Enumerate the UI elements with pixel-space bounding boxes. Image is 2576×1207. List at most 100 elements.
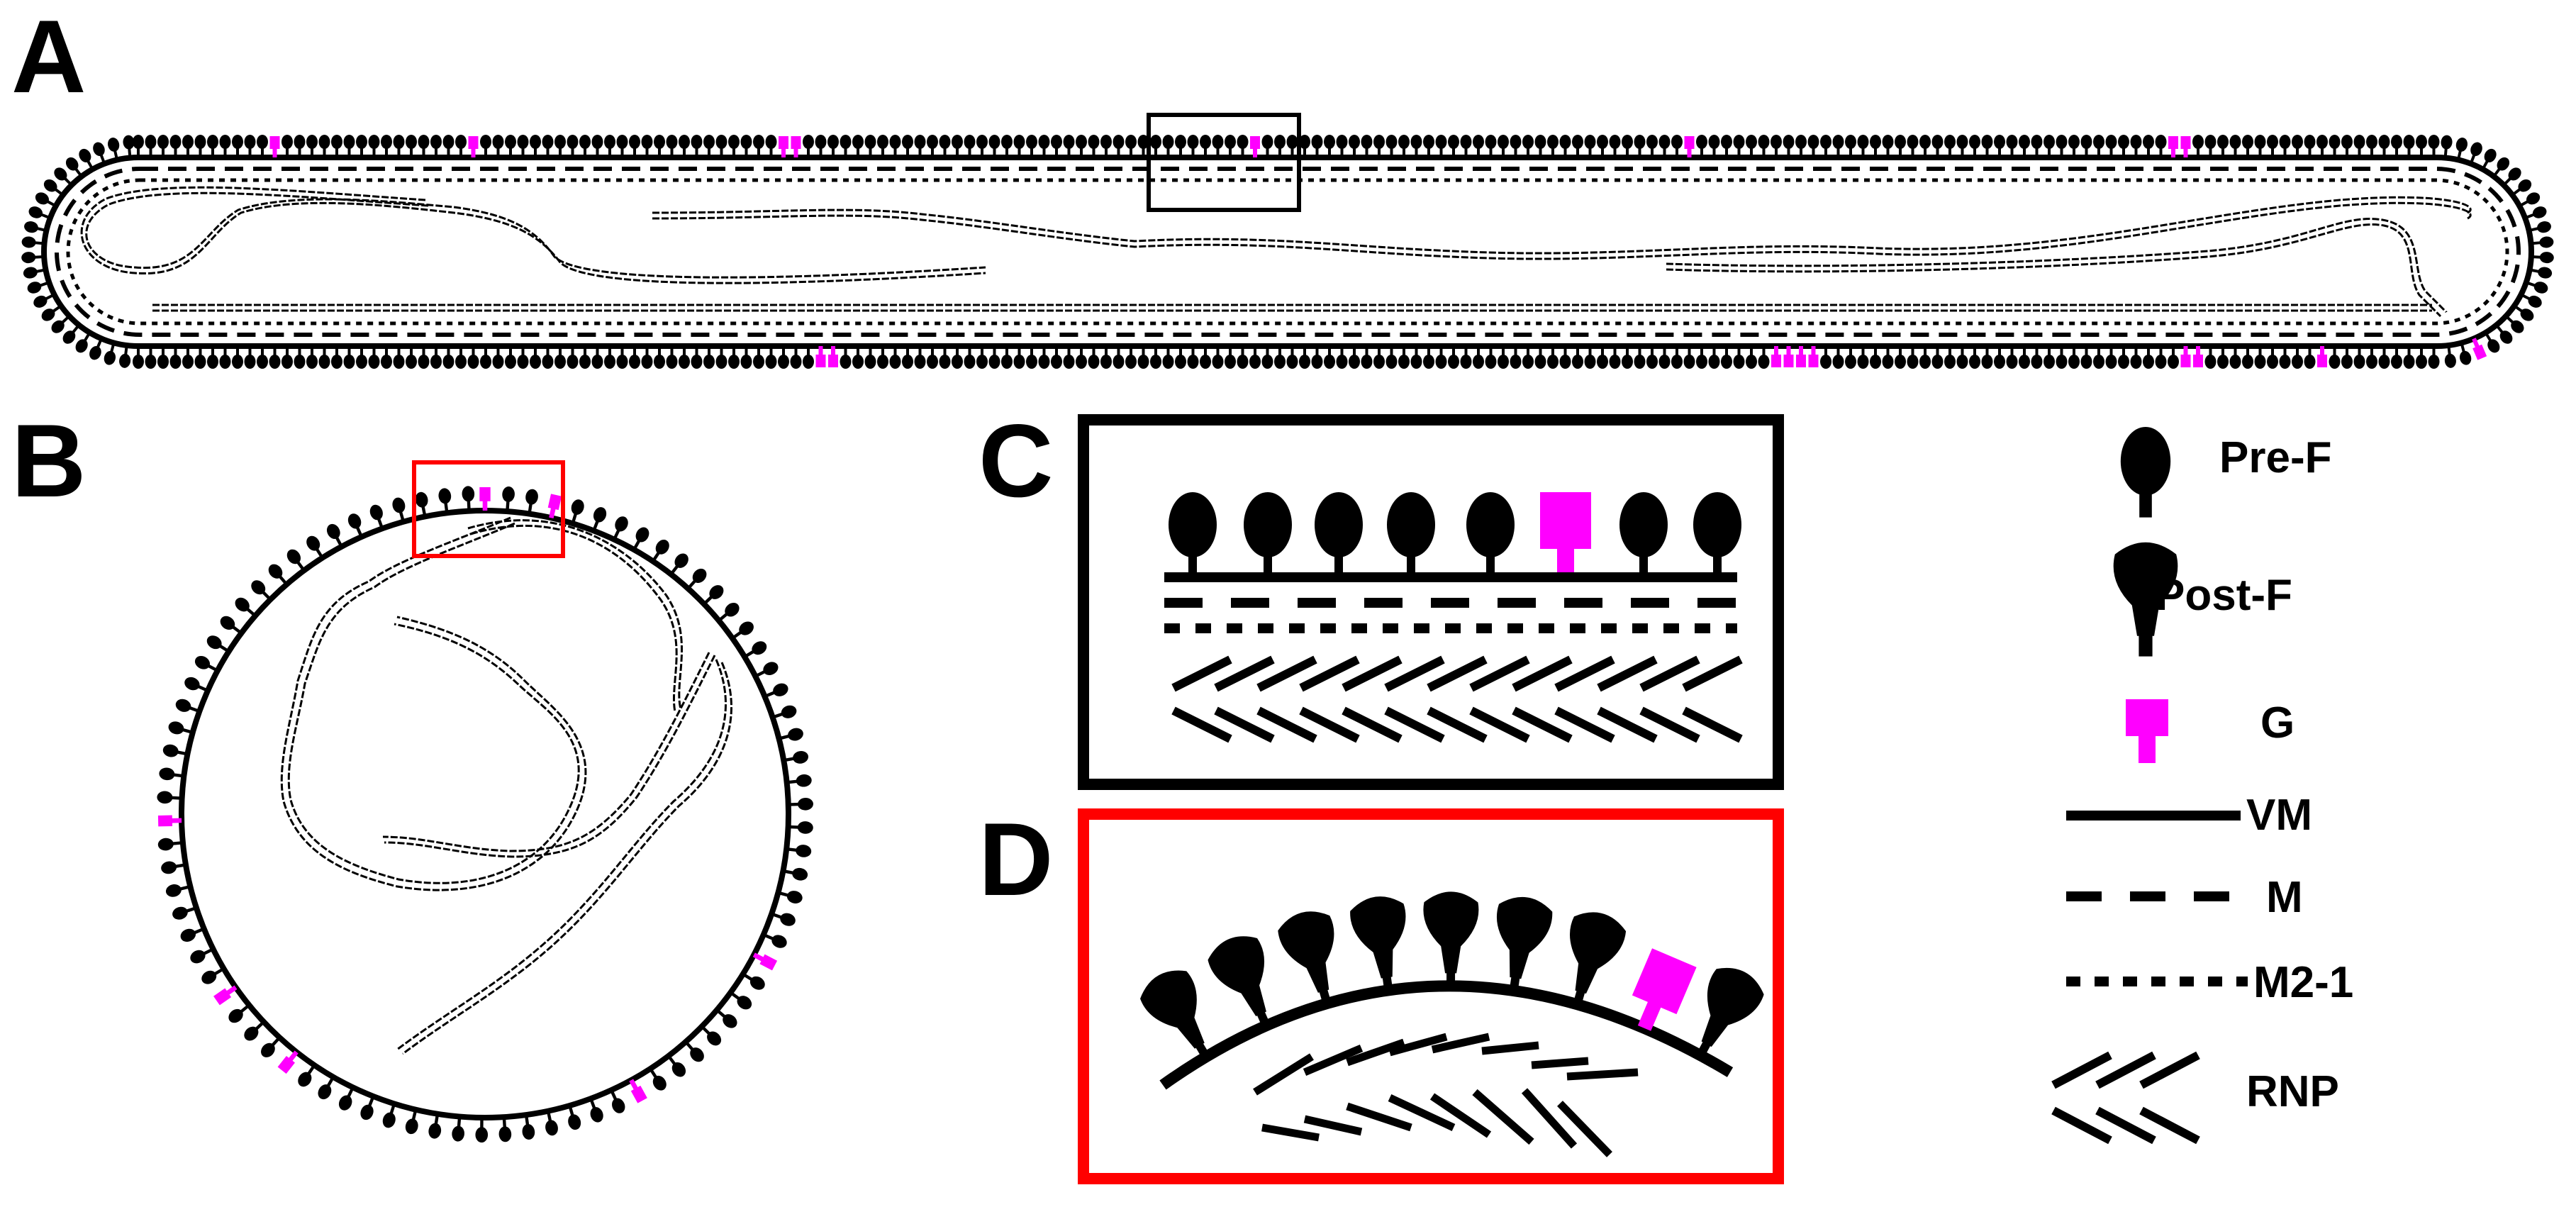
g-glycoprotein xyxy=(1796,346,1806,367)
f-glycoprotein xyxy=(554,346,566,369)
f-glycoprotein xyxy=(33,293,55,308)
f-glycoprotein xyxy=(1658,346,1671,369)
f-glycoprotein xyxy=(2526,281,2548,294)
post-f-spike xyxy=(1350,896,1406,991)
f-glycoprotein xyxy=(2217,346,2229,369)
f-glycoprotein xyxy=(2168,346,2179,369)
f-glycoprotein xyxy=(455,346,467,369)
f-glycoprotein xyxy=(1584,346,1596,369)
f-glycoprotein xyxy=(2529,267,2553,279)
surface-glycoproteins-a xyxy=(21,135,2554,369)
f-glycoprotein xyxy=(579,135,591,157)
f-glycoprotein xyxy=(438,488,452,513)
f-glycoprotein xyxy=(418,135,430,157)
f-glycoprotein xyxy=(2093,346,2104,369)
f-glycoprotein xyxy=(1225,135,1236,157)
rnp-helix-d xyxy=(1253,1033,1639,1157)
f-glycoprotein xyxy=(1373,346,1385,369)
f-glycoprotein xyxy=(1622,346,1633,369)
f-glycoprotein xyxy=(2019,135,2030,157)
legend-label-rnp: RNP xyxy=(2246,1067,2339,1116)
f-glycoprotein xyxy=(244,346,256,369)
f-glycoprotein xyxy=(964,346,976,369)
f-glycoprotein xyxy=(406,346,417,369)
f-glycoprotein xyxy=(1733,346,1745,369)
f-glycoprotein xyxy=(2329,346,2341,369)
f-glycoprotein xyxy=(1100,346,1112,369)
g-glycoprotein xyxy=(815,346,826,367)
pre-fusion-f-glycoprotein-icon xyxy=(2120,427,2171,518)
f-glycoprotein xyxy=(2353,346,2365,369)
f-glycoprotein xyxy=(1001,135,1013,157)
f-glycoprotein xyxy=(542,135,554,157)
f-glycoprotein xyxy=(168,721,194,735)
f-glycoprotein xyxy=(2353,135,2365,157)
f-glycoprotein xyxy=(610,1089,625,1113)
matrix-layer xyxy=(55,167,2521,337)
f-glycoprotein xyxy=(505,346,516,369)
f-glycoprotein xyxy=(1349,346,1360,369)
f-glycoprotein xyxy=(522,1114,535,1140)
post-f-spike xyxy=(1140,970,1210,1059)
f-glycoprotein xyxy=(2304,135,2316,157)
g-glycoprotein xyxy=(828,346,838,367)
legend-item-pre-f: Pre-F xyxy=(2120,427,2331,518)
f-glycoprotein xyxy=(306,135,318,157)
f-glycoprotein xyxy=(939,135,951,157)
f-glycoprotein xyxy=(2484,331,2500,353)
f-glycoprotein xyxy=(1931,346,1944,369)
f-glycoprotein xyxy=(1609,346,1621,369)
f-glycoprotein xyxy=(1696,135,1707,157)
g-glycoprotein xyxy=(791,136,801,157)
f-glycoprotein xyxy=(2378,346,2390,369)
f-glycoprotein xyxy=(281,346,293,369)
f-glycoprotein xyxy=(54,167,73,187)
f-glycoprotein xyxy=(1795,135,1807,157)
f-glycoprotein xyxy=(2080,135,2092,157)
f-glycoprotein xyxy=(286,549,306,572)
f-glycoprotein xyxy=(1969,135,1980,157)
f-glycoprotein xyxy=(2056,346,2068,369)
f-glycoprotein xyxy=(616,346,628,369)
f-glycoprotein xyxy=(1622,135,1633,157)
f-glycoprotein xyxy=(976,135,988,157)
f-glycoprotein xyxy=(592,507,607,532)
f-glycoprotein xyxy=(2444,345,2456,368)
f-glycoprotein xyxy=(1498,135,1509,157)
f-glycoprotein xyxy=(1038,346,1050,369)
f-glycoprotein xyxy=(1088,346,1100,369)
f-glycoprotein xyxy=(691,135,703,157)
f-glycoprotein xyxy=(2292,135,2303,157)
f-glycoprotein xyxy=(2143,135,2154,157)
f-glycoprotein xyxy=(567,346,579,369)
g-glycoprotein xyxy=(157,815,182,827)
f-glycoprotein xyxy=(2459,342,2472,365)
f-glycoprotein xyxy=(1448,346,1459,369)
f-glycoprotein xyxy=(803,346,814,369)
f-glycoprotein xyxy=(1125,346,1137,369)
f-glycoprotein xyxy=(684,1040,704,1062)
f-glycoprotein xyxy=(1746,346,1757,369)
viral-membrane-d xyxy=(1159,980,1734,1090)
f-glycoprotein xyxy=(1845,135,1856,157)
f-glycoprotein xyxy=(591,135,603,157)
f-glycoprotein xyxy=(1721,346,1732,369)
f-glycoprotein xyxy=(2267,346,2278,369)
f-glycoprotein xyxy=(939,346,951,369)
f-glycoprotein xyxy=(703,585,724,606)
pre-f-spike xyxy=(1244,492,1292,573)
f-glycoprotein xyxy=(783,867,808,881)
f-glycoprotein xyxy=(1956,135,1968,157)
f-glycoprotein xyxy=(194,655,218,672)
f-glycoprotein xyxy=(65,157,83,177)
f-glycoprotein xyxy=(261,1036,281,1057)
f-glycoprotein xyxy=(2204,346,2217,369)
legend-label-g: G xyxy=(2260,699,2295,747)
f-glycoprotein xyxy=(405,1109,418,1135)
f-glycoprotein xyxy=(1882,135,1894,157)
f-glycoprotein xyxy=(517,346,529,369)
f-glycoprotein xyxy=(840,135,852,157)
f-glycoprotein xyxy=(2019,346,2030,369)
f-glycoprotein xyxy=(169,346,182,369)
